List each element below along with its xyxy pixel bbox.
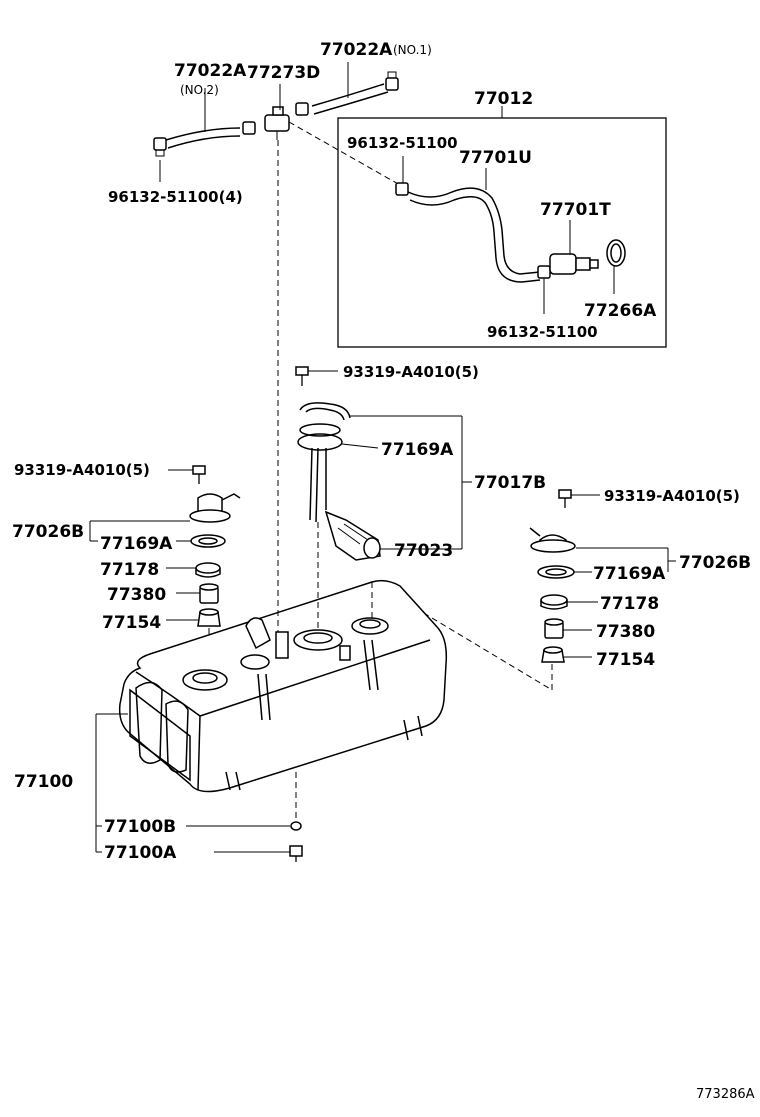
tank-body-shape (118, 579, 448, 793)
label-tank: 77100 (14, 772, 73, 792)
ring-left-shape (195, 562, 221, 578)
gauge-flange-shape (297, 433, 343, 451)
filter-shape (549, 253, 599, 275)
label-clip-top: 96132-51100(4) (108, 188, 243, 206)
label-ring-left: 77178 (100, 560, 159, 580)
label-valve-right: 77380 (596, 622, 655, 642)
left-tube-stack (89, 465, 241, 672)
label-kit-hose: 77701U (459, 148, 532, 168)
tube-left-shape (189, 493, 241, 523)
label-gauge-assy: 77017B (474, 473, 546, 493)
label-ring-right: 77178 (600, 594, 659, 614)
bolt-right-shape (558, 489, 572, 508)
label-hose-no1: 77022A (320, 40, 393, 60)
label-kit-filter: 77701T (540, 200, 611, 220)
hose-no2-shape (165, 127, 241, 141)
label-bolt-center: 93319-A4010(5) (343, 363, 479, 381)
label-kit-oring: 77266A (584, 301, 657, 321)
bolt-left-shape (192, 465, 206, 484)
drain-gasket-shape (290, 821, 302, 831)
label-grommet-right: 77154 (596, 650, 655, 670)
label-tube-left: 77026B (12, 522, 84, 542)
valve-left-shape (199, 583, 219, 604)
label-grommet-left: 77154 (102, 613, 161, 633)
tube-right-shape (529, 527, 576, 553)
label-drain-plug: 77100A (104, 843, 177, 863)
label-gasket-center: 77169A (381, 440, 454, 460)
fuel-gauge-assembly (295, 366, 472, 561)
label-joint: 77273D (247, 63, 320, 83)
drain-plug-shape (289, 845, 303, 862)
gasket-left-shape (190, 534, 226, 548)
kit-hose-shape (407, 187, 541, 275)
grommet-right-shape (541, 646, 565, 663)
filter-kit-box (337, 106, 667, 348)
gasket-right-shape (537, 565, 575, 579)
label-valve-left: 77380 (107, 585, 166, 605)
oring-shape (606, 239, 626, 267)
label-sender: 77023 (394, 541, 453, 561)
label-kit-clip-lower: 96132-51100 (487, 323, 598, 341)
label-kit: 77012 (474, 89, 533, 109)
label-drain-gasket: 77100B (104, 817, 176, 837)
label-bolt-right: 93319-A4010(5) (604, 487, 740, 505)
fuel-tank (95, 140, 448, 862)
label-tube-right: 77026B (679, 553, 751, 573)
label-gasket-right: 77169A (593, 564, 666, 584)
hose-no1-shape (311, 83, 385, 107)
label-hose-no1-note: (NO.1) (393, 43, 432, 57)
part-labels: 77022A (NO.1) 77022A (NO.2) 77273D 96132… (12, 40, 755, 1102)
label-hose-no2-note: (NO.2) (180, 83, 219, 97)
valve-right-shape (544, 618, 564, 639)
label-hose-no2: 77022A (174, 61, 247, 81)
ring-right-shape (540, 594, 568, 610)
label-gasket-left: 77169A (100, 534, 173, 554)
vent-hose-assembly (153, 62, 401, 186)
reference-code: 773286A (696, 1087, 755, 1102)
label-bolt-left: 93319-A4010(5) (14, 461, 150, 479)
joint-shape (264, 106, 290, 140)
bolt-center-shape (295, 366, 309, 386)
clip-shapes (153, 71, 399, 157)
sender-shape (324, 510, 381, 561)
label-kit-clip-upper: 96132-51100 (347, 134, 458, 152)
grommet-left-shape (197, 608, 221, 627)
